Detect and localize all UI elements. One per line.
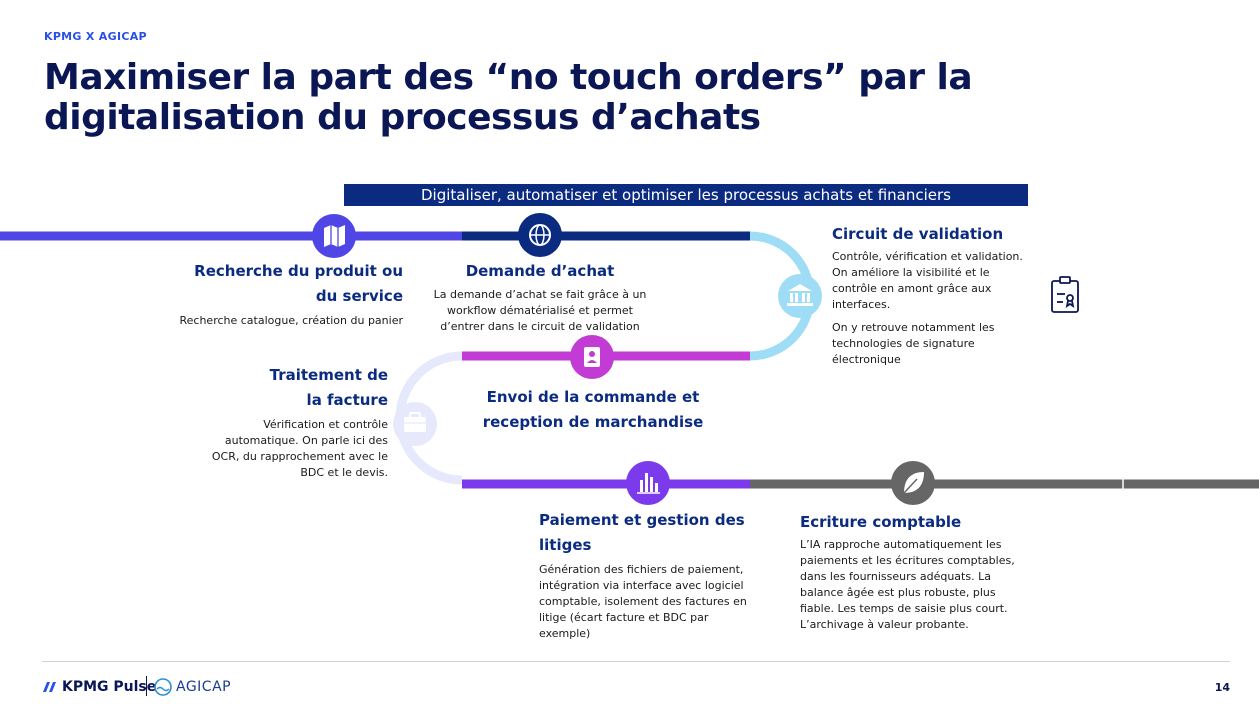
step-recherche-description: Recherche catalogue, création du panier: [179, 314, 403, 327]
clipboard-icon: [1051, 276, 1079, 313]
step-recherche-title-2: du service: [315, 287, 403, 305]
page-title: Maximiser la part des “no touch orders” …: [44, 57, 973, 138]
bank-icon: [778, 274, 822, 318]
kicker: KPMG X AGICAP: [44, 30, 147, 43]
step-traitement-description: Vérification et contrôle automatique. On…: [211, 418, 388, 479]
step-validation-description-2: On y retrouve notamment les technologies…: [832, 321, 995, 366]
step-traitement-title-1: Traitement de: [269, 366, 388, 384]
footer-divider: [42, 661, 1230, 662]
step-ecriture-title: Ecriture comptable: [800, 513, 962, 531]
step-demande: Demande d’achat La demande d’achat se fa…: [420, 259, 660, 335]
step-demande-title: Demande d’achat: [465, 262, 615, 280]
chart-icon: [626, 461, 670, 505]
step-envoi: Envoi de la commande et reception de mar…: [477, 385, 709, 435]
step-ecriture-description: L’IA rapproche automatiquement les paiem…: [800, 538, 1015, 631]
brand-agicap: AGICAP: [176, 679, 232, 695]
step-paiement-description: Génération des fichiers de paiement, int…: [539, 563, 747, 640]
contact-card-icon: [570, 335, 614, 379]
step-demande-description: La demande d’achat se fait grâce à un wo…: [433, 288, 647, 333]
leaf-icon: [891, 461, 935, 505]
step-envoi-title: Envoi de la commande et reception de mar…: [482, 388, 704, 431]
step-traitement: Traitement de la facture Vérification et…: [180, 363, 388, 481]
map-icon: [312, 214, 356, 258]
agicap-logo-icon: [154, 678, 172, 696]
step-ecriture: Ecriture comptable L’IA rapproche automa…: [800, 510, 1022, 633]
brand-separator: [146, 676, 147, 696]
step-paiement-title: Paiement et gestion des litiges: [539, 511, 745, 554]
briefcase-icon: [393, 402, 437, 446]
step-validation-description-1: Contrôle, vérification et validation. On…: [832, 250, 1023, 311]
step-traitement-title-2: la facture: [306, 391, 388, 409]
step-validation: Circuit de validation Contrôle, vérifica…: [832, 222, 1024, 368]
step-recherche-title-1: Recherche du produit ou: [194, 262, 403, 280]
step-paiement: Paiement et gestion des litiges Générati…: [539, 508, 759, 642]
step-recherche: Recherche du produit ou du service Reche…: [120, 259, 403, 329]
kpmg-logo-icon: [43, 682, 56, 692]
banner: Digitaliser, automatiser et optimiser le…: [344, 184, 1028, 206]
step-validation-title: Circuit de validation: [832, 225, 1004, 243]
brand-kpmg: KPMG Pulse: [62, 679, 157, 695]
page-number: 14: [1214, 681, 1230, 694]
globe-icon: [518, 213, 562, 257]
